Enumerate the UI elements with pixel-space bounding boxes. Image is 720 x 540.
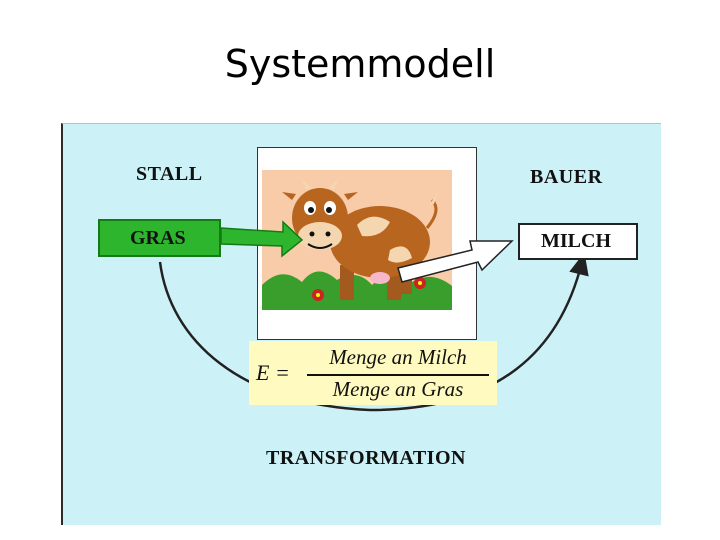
stall-label: STALL (136, 163, 203, 185)
transformation-label: TRANSFORMATION (266, 447, 466, 469)
milch-output-arrow (397, 240, 514, 283)
transformation-cycle-curve (158, 252, 589, 412)
cow-picture (262, 170, 452, 310)
gras-input-arrow (220, 220, 304, 258)
fraction-bar (307, 374, 489, 376)
slide-title: Systemmodell (224, 42, 496, 86)
bauer-label: BAUER (530, 166, 603, 188)
milch-output-box: MILCH (518, 223, 638, 260)
formula-lhs: E = (256, 360, 290, 385)
cow-icon (262, 180, 452, 310)
formula-numerator: Menge an Milch (329, 345, 467, 369)
efficiency-formula: E = Menge an Milch Menge an Gras (249, 341, 497, 405)
formula-denominator: Menge an Gras (332, 377, 464, 401)
gras-input-box: GRAS (98, 219, 221, 257)
